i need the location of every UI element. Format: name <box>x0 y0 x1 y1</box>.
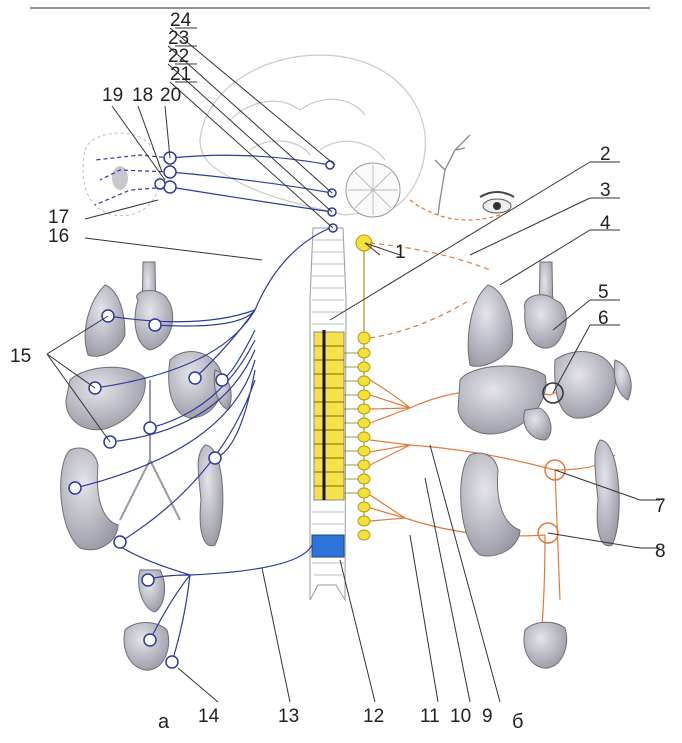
bladder-left <box>123 622 170 671</box>
stomach-left <box>168 351 223 419</box>
label-11: 11 <box>420 706 440 727</box>
label-20: 20 <box>160 85 181 106</box>
sympathetic-ganglia-markers <box>537 382 566 544</box>
label-14: 14 <box>198 706 220 727</box>
liver-left <box>65 366 146 431</box>
colon-desc-right <box>594 439 620 547</box>
label-23: 23 <box>168 28 189 49</box>
face-sketch <box>82 132 161 217</box>
cerebellum <box>345 162 401 218</box>
bladder-right <box>523 621 568 669</box>
label-18: 18 <box>132 85 153 106</box>
parasympathetic-fibers <box>74 154 333 663</box>
label-9: 9 <box>482 706 493 727</box>
aorta-left <box>119 380 181 521</box>
label-3: 3 <box>600 180 611 201</box>
label-10: 10 <box>450 706 471 727</box>
label-8: 8 <box>655 541 666 562</box>
sympathetic-ganglion-chain <box>355 234 373 541</box>
label-5: 5 <box>598 282 609 303</box>
spleen-right <box>613 359 632 401</box>
stomach-right <box>554 351 616 419</box>
parasympathetic-ganglia <box>68 151 338 669</box>
blood-vessel-sketch <box>434 134 471 216</box>
heart-right <box>523 294 567 349</box>
label-2: 2 <box>600 144 611 165</box>
label-1: 1 <box>395 242 406 263</box>
label-16: 16 <box>48 226 69 247</box>
label-17: 17 <box>48 207 69 228</box>
colon-right <box>460 452 521 557</box>
diagram-labels: 24 23 22 21 19 18 20 17 16 15 1 2 3 4 5 … <box>10 10 666 733</box>
label-7: 7 <box>655 496 666 517</box>
eye-sketch <box>479 191 515 214</box>
label-21: 21 <box>170 64 191 85</box>
label-6: 6 <box>598 308 609 329</box>
label-22: 22 <box>168 46 189 67</box>
label-19: 19 <box>102 85 123 106</box>
spinal-cord <box>309 227 347 602</box>
lung-right <box>467 284 514 367</box>
label-4: 4 <box>600 213 611 234</box>
cord-to-chain-connectors <box>344 352 358 494</box>
right-organs <box>457 261 632 669</box>
label-24: 24 <box>170 10 192 31</box>
colon-left <box>60 447 119 551</box>
label-12: 12 <box>363 706 384 727</box>
kidney-right <box>523 407 552 441</box>
label-15: 15 <box>10 346 31 367</box>
sacral-segment <box>311 534 345 558</box>
panel-label-right: б <box>512 711 523 733</box>
leader-lines <box>46 27 660 703</box>
panel-label-left: а <box>158 711 170 733</box>
brain-outline <box>199 54 426 216</box>
label-13: 13 <box>278 706 299 727</box>
